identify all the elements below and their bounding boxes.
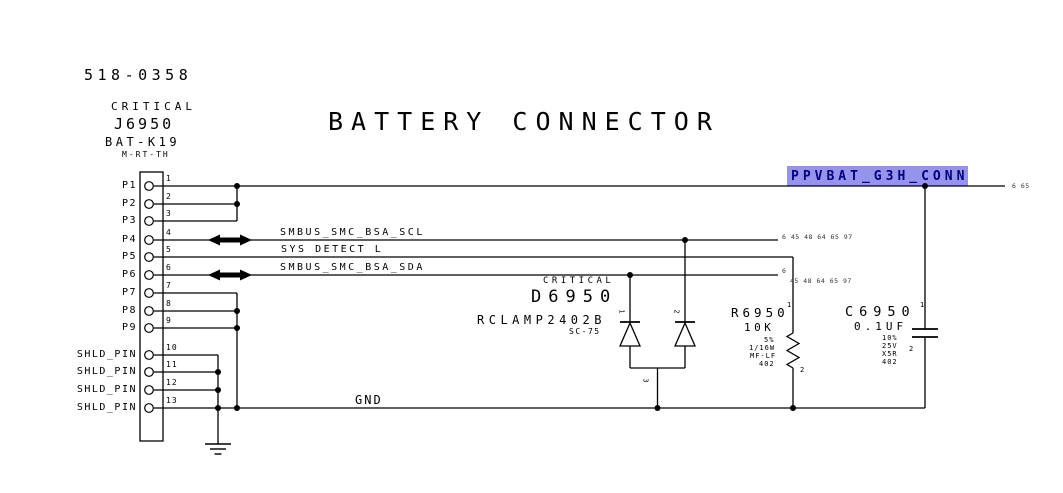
r6950-type: MF-LF [750,352,777,360]
pin-label: P3 [121,215,137,226]
net-label-smbus-sda: SMBUS_SMC_BSA_SDA [280,262,425,273]
junction-dots [215,183,928,411]
pin-label: P6 [121,269,137,280]
pin-number: 3 [166,209,172,218]
c6950-value: 0.1UF [854,320,908,333]
connector-part-name: BAT-K19 [105,135,181,149]
c6950-voltage: 25V [882,342,898,350]
connector-critical-label: CRITICAL [111,100,196,113]
net-highlight-box [787,166,968,186]
bus-arrow-scl-icon [208,234,252,246]
pin-number: 13 [166,396,178,405]
net-ref-sda-line1: 6 [782,267,787,275]
pin-number: 2 [166,192,172,201]
c6950-refdes: C6950 [845,304,916,320]
r6950-tolerance: 5% [764,336,775,344]
r6950-power: 1/16W [749,344,776,352]
net-label-ppvbat-highlighted: PPVBAT_G3H_CONN [791,169,969,184]
r6950-pin2-number: 2 [800,366,806,374]
net-label-sys-detect: SYS DETECT L [281,244,384,255]
pin-label: SHLD_PIN [76,349,137,360]
c6950-footprint: 402 [882,358,898,366]
net-label-smbus-scl: SMBUS_SMC_BSA_SCL [280,227,425,238]
pin-number: 5 [166,245,172,254]
net-ref-ppvbat: 6 65 [1012,182,1030,190]
r6950-pin1-number: 1 [787,301,793,309]
part-number: 518-0358 [84,66,193,84]
net-lines [154,185,1005,444]
c6950-tolerance: 10% [882,334,898,342]
pin-label: P4 [121,234,137,245]
net-ref-scl: 6 45 48 64 65 97 [782,233,853,241]
ground-symbol [205,443,231,455]
pin-number: 9 [166,316,172,325]
pin-number: 12 [166,378,178,387]
pin-label: SHLD_PIN [76,366,137,377]
resistor-r6950-symbol [785,332,801,369]
r6950-footprint: 402 [759,360,775,368]
diode-d6950-symbol [619,321,696,347]
c6950-pin1-number: 1 [920,301,926,309]
pin-number: 4 [166,228,172,237]
pin-number: 6 [166,263,172,272]
connector-mount-type: M-RT-TH [122,150,170,159]
d6950-package: SC-75 [569,327,601,336]
d6950-part: RCLAMP2402B [477,313,606,327]
pin-number: 1 [166,174,172,183]
pin-label: SHLD_PIN [76,384,137,395]
pin-number: 8 [166,299,172,308]
pin-label: P5 [121,251,137,262]
connector-refdes: J6950 [114,115,175,133]
d6950-pin3-number: 3 [641,378,650,384]
connector-symbol [139,171,164,442]
pin-label: P9 [121,322,137,333]
bus-arrow-sda-icon [208,269,252,281]
r6950-refdes: R6950 [731,305,789,320]
d6950-critical-label: CRITICAL [543,276,615,286]
page-title: BATTERY CONNECTOR [328,107,720,136]
d6950-refdes: D6950 [531,287,618,307]
pin-label: P2 [121,198,137,209]
pin-number: 10 [166,343,178,352]
d6950-pin2-number: 2 [672,309,681,315]
pin-number: 11 [166,360,178,369]
net-ref-sda-line2: 45 48 64 65 97 [790,277,852,285]
c6950-dielectric: X5R [882,350,898,358]
pin-number: 7 [166,281,172,290]
d6950-pin1-number: 1 [617,309,626,315]
pin-label: P7 [121,287,137,298]
r6950-value: 10K [744,321,775,334]
pin-label: P1 [121,180,137,191]
c6950-pin2-number: 2 [909,345,915,353]
pin-label: P8 [121,305,137,316]
pin-label: SHLD_PIN [76,402,137,413]
capacitor-c6950-symbol [912,328,938,338]
net-label-gnd: GND [355,393,383,407]
